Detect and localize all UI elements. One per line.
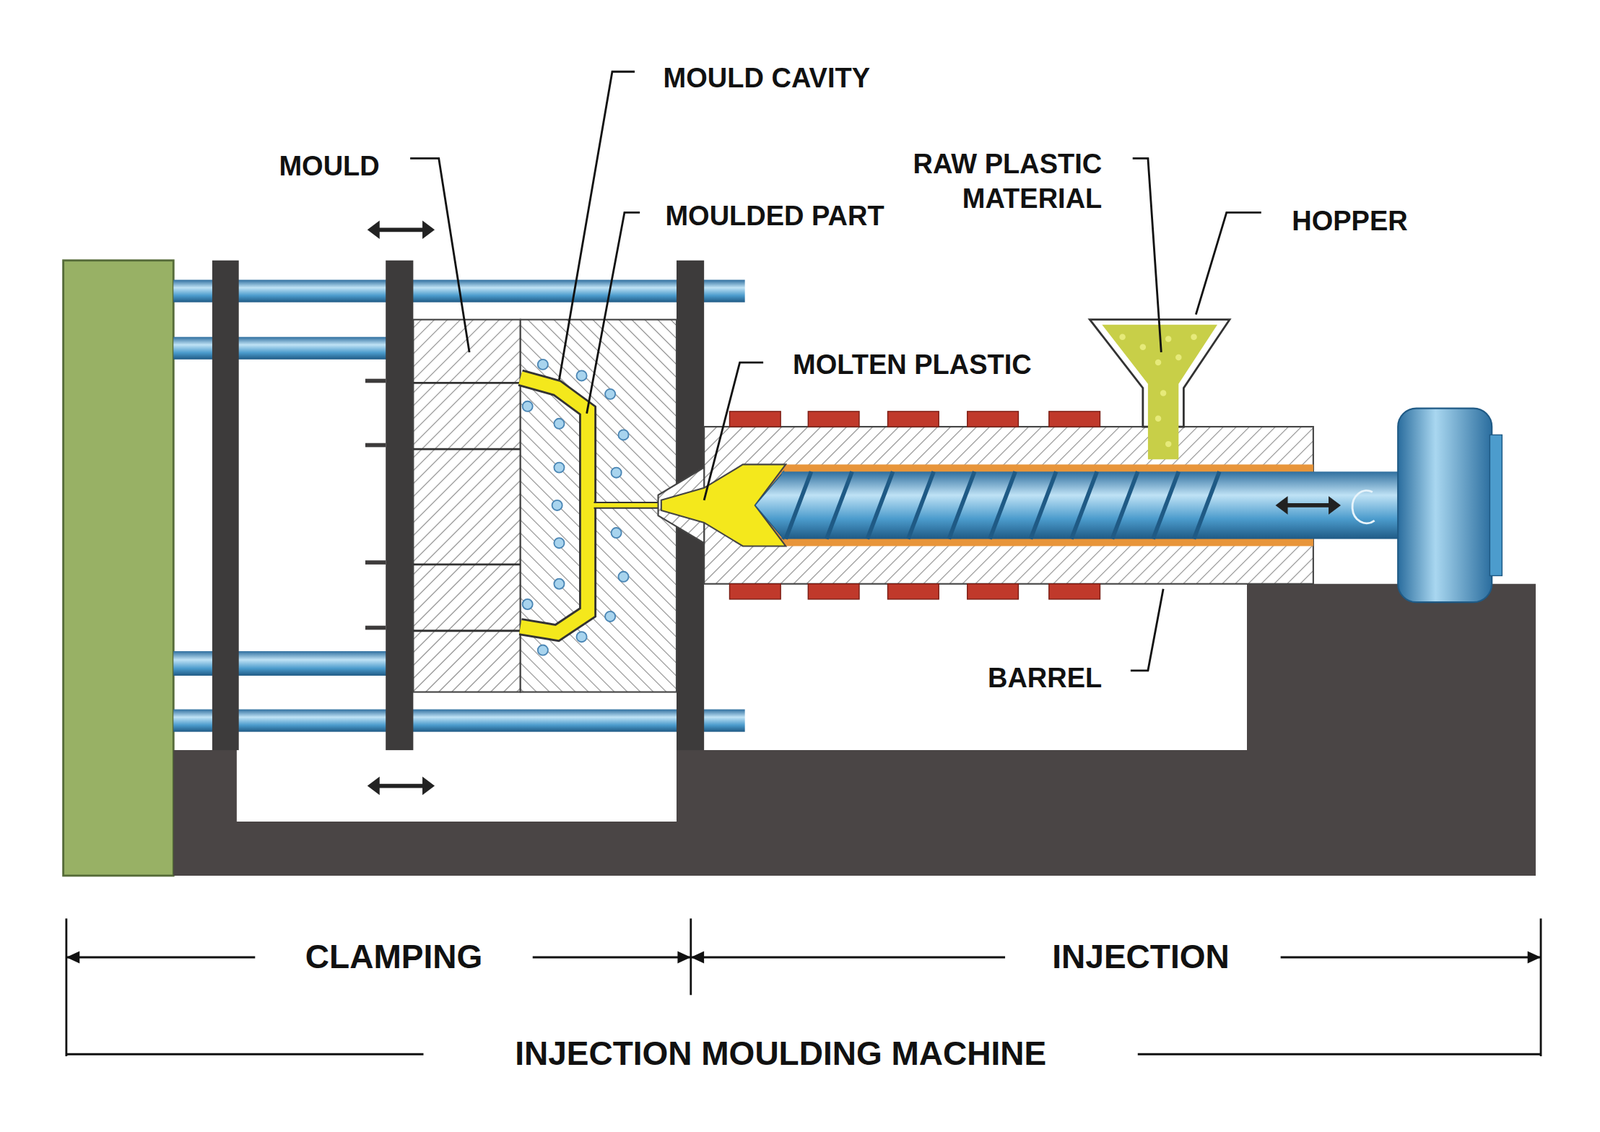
- part-label: BARREL: [987, 661, 1102, 697]
- part-label: RAW PLASTIC MATERIAL: [885, 147, 1102, 216]
- part-label: MOLTEN PLASTIC: [792, 348, 1032, 383]
- section-label: CLAMPING: [301, 936, 487, 979]
- section-label: INJECTION MOULDING MACHINE: [510, 1033, 1051, 1076]
- part-label: MOULDED PART: [664, 199, 884, 234]
- part-label: MOULD CAVITY: [663, 61, 871, 97]
- part-label: HOPPER: [1291, 204, 1408, 239]
- section-label: INJECTION: [1047, 936, 1234, 979]
- part-label: MOULD: [278, 149, 380, 185]
